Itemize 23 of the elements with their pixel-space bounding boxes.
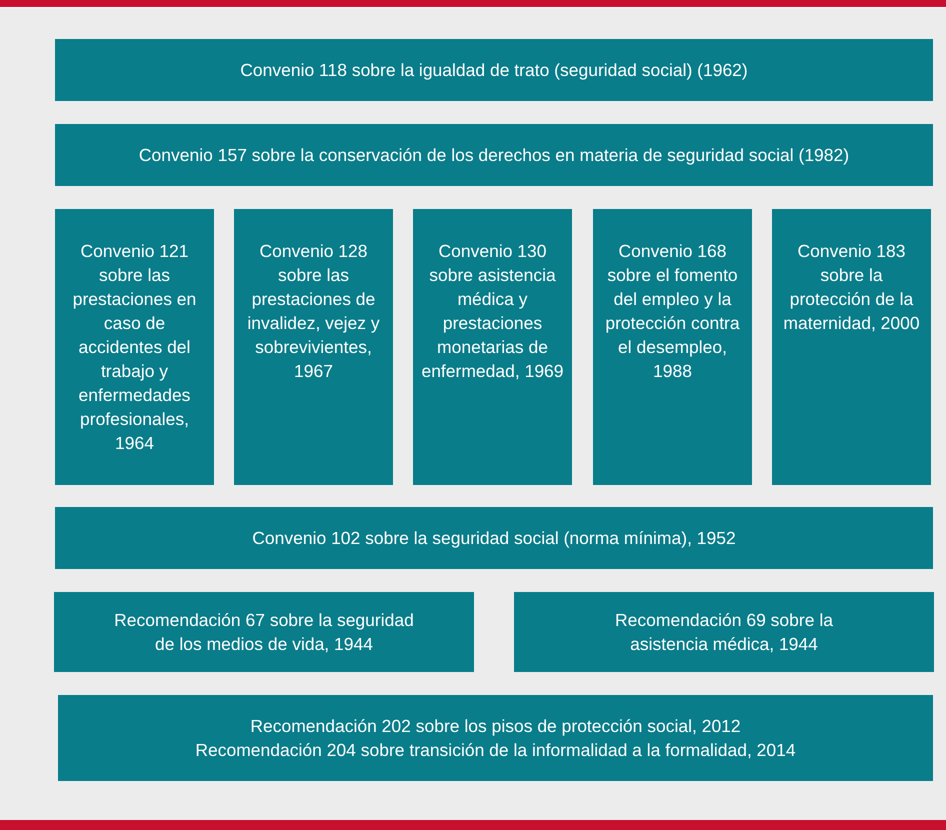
box-text: Convenio 183 sobre la protección de la maternidad, 2000: [782, 240, 921, 335]
convention-box: [55, 124, 933, 186]
convention-box: [58, 695, 933, 781]
box-text: Recomendación 67 sobre la seguridad de los medios de vida, 1944: [114, 609, 414, 656]
box-text: Recomendación 202 sobre los pisos de protección social, 2012: [250, 715, 741, 738]
convention-box: [772, 209, 931, 485]
convention-box: [55, 39, 933, 101]
convention-box: [593, 209, 752, 485]
convention-box: [413, 209, 572, 485]
convention-box: [54, 592, 474, 672]
convention-box: [234, 209, 393, 485]
convention-box: [55, 507, 933, 569]
box-text: Convenio 130 sobre asistencia médica y prestaciones monetarias de enfermedad, 1969: [421, 240, 564, 383]
convention-box: [55, 209, 214, 485]
box-text: Recomendación 204 sobre transición de la informalidad a la formalidad, 2014: [195, 739, 796, 762]
box-text: Recomendación 69 sobre la asistencia médica, 1944: [614, 609, 834, 656]
box-text: Convenio 128 sobre las prestaciones de invalidez, vejez y sobrevivientes, 1967: [246, 240, 381, 383]
box-text: Convenio 121 sobre las prestaciones en caso de accidentes del trabajo y enfermedades profesionales, 1964: [72, 240, 198, 455]
convention-box: [514, 592, 934, 672]
box-text: Convenio 102 sobre la seguridad social (norma mínima), 1952: [252, 527, 736, 550]
box-text: Convenio 168 sobre el fomento del empleo y la protección contra el desempleo, 1988: [604, 240, 741, 383]
box-text: Convenio 157 sobre la conservación de los derechos en materia de seguridad social (1982): [138, 144, 850, 167]
box-text: Convenio 118 sobre la igualdad de trato (seguridad social) (1962): [240, 59, 748, 82]
